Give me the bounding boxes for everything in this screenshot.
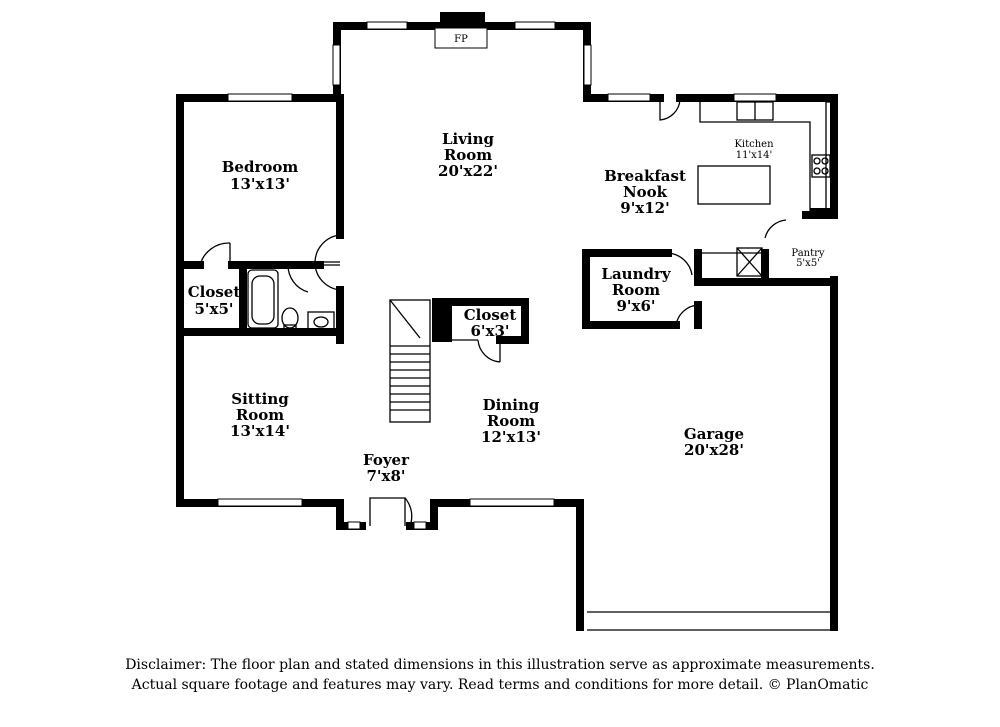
room-labels: Living Room 20'x22' Bedroom 13'x13' Brea… xyxy=(188,130,825,485)
foyer-name: Foyer xyxy=(363,451,410,469)
sitting-room-name-2: Room xyxy=(236,406,284,424)
door-swing xyxy=(477,339,501,363)
window xyxy=(583,44,592,86)
kitchen-name: Kitchen xyxy=(734,139,774,150)
windows xyxy=(217,21,777,530)
doors xyxy=(199,98,832,631)
bathroom-fixtures xyxy=(247,269,335,331)
garage-dims: 20'x28' xyxy=(684,441,744,459)
bathtub xyxy=(247,269,279,329)
hall-closet-name: Closet xyxy=(464,306,517,324)
laundry-room-name-2: Room xyxy=(612,281,660,299)
closet-name: Closet xyxy=(188,283,241,301)
disclaimer-line-2: Actual square footage and features may v… xyxy=(131,677,869,693)
door-swing xyxy=(199,242,231,266)
kitchen-fixtures xyxy=(697,101,833,277)
sitting-room-name: Sitting xyxy=(231,390,289,408)
laundry-room-name: Laundry xyxy=(601,265,671,283)
window xyxy=(514,21,556,30)
door-swing xyxy=(667,252,693,276)
kitchen-island xyxy=(697,165,771,205)
window xyxy=(217,498,303,507)
kitchen-dims: 11'x14' xyxy=(736,150,773,161)
pantry-dims: 5'x5' xyxy=(796,258,820,269)
door-swing xyxy=(314,234,341,263)
stove xyxy=(811,154,831,178)
sitting-room-dims: 13'x14' xyxy=(230,422,290,440)
door-swing xyxy=(675,304,699,326)
appliance xyxy=(736,247,763,277)
bedroom-dims: 13'x13' xyxy=(230,175,290,193)
laundry-room-dims: 9'x6' xyxy=(616,297,655,315)
dining-room-name-2: Room xyxy=(487,412,535,430)
living-room-name: Living xyxy=(442,130,495,148)
foyer-dims: 7'x8' xyxy=(366,467,405,485)
door-swing xyxy=(287,264,309,293)
hall-closet-dims: 6'x3' xyxy=(470,322,509,340)
living-room-name-2: Room xyxy=(444,146,492,164)
closet-dims: 5'x5' xyxy=(194,300,233,318)
window xyxy=(227,93,293,102)
window xyxy=(347,521,361,530)
stairs xyxy=(389,299,431,423)
door-swing xyxy=(764,219,787,239)
breakfast-nook-name-2: Nook xyxy=(623,183,668,201)
bedroom-name: Bedroom xyxy=(222,158,299,176)
front-door xyxy=(369,497,406,526)
window xyxy=(413,521,427,530)
window xyxy=(733,93,777,102)
window xyxy=(332,44,341,86)
door-swing xyxy=(314,264,341,291)
door-swing xyxy=(404,497,413,527)
window xyxy=(469,498,555,507)
interior-walls xyxy=(176,94,838,344)
breakfast-nook-name: Breakfast xyxy=(604,167,686,185)
fireplace: FP xyxy=(434,12,488,49)
window xyxy=(607,93,651,102)
sink xyxy=(307,311,335,331)
garage-name: Garage xyxy=(684,425,744,443)
dining-room-name: Dining xyxy=(483,396,540,414)
living-room-dims: 20'x22' xyxy=(438,162,498,180)
column xyxy=(432,298,452,342)
door-swing xyxy=(659,98,681,121)
breakfast-nook-dims: 9'x12' xyxy=(620,199,669,217)
toilet xyxy=(281,307,299,329)
pantry-name: Pantry xyxy=(791,248,824,259)
window xyxy=(366,21,408,30)
fireplace-label: FP xyxy=(454,34,468,45)
dining-room-dims: 12'x13' xyxy=(481,428,541,446)
disclaimer-line-1: Disclaimer: The floor plan and stated di… xyxy=(125,657,875,673)
